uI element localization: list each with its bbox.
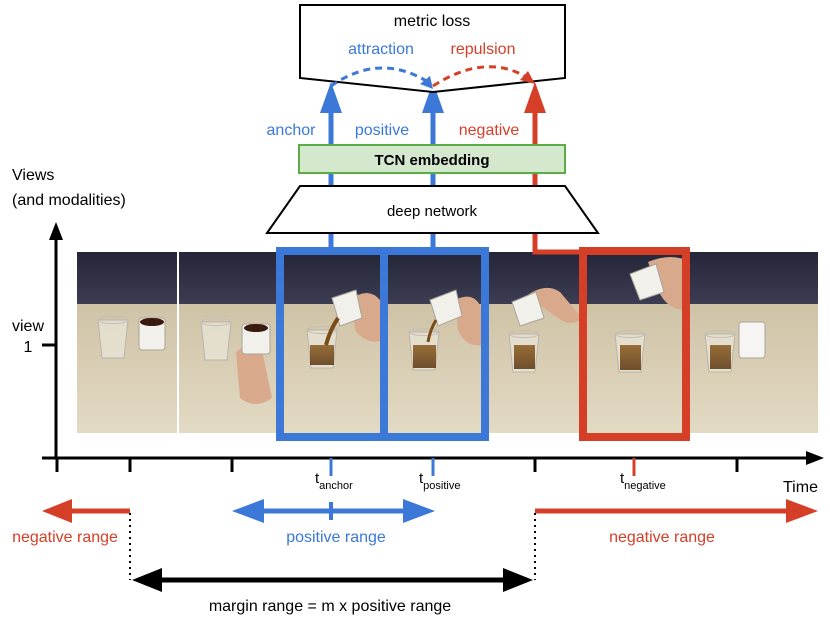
cup-empty <box>511 291 545 327</box>
left-negative-range: negative range <box>12 499 130 546</box>
deep-network-shape <box>265 185 600 234</box>
tea-liquid <box>310 345 334 365</box>
tcn-embedding-block: TCN embedding <box>298 144 566 174</box>
tea-liquid <box>620 345 641 370</box>
left-negative-range-label: negative range <box>12 529 118 546</box>
anchor-arrowhead <box>320 82 342 113</box>
left-negative-range-arrowhead <box>42 499 72 523</box>
right-negative-range-arrowhead <box>786 499 818 523</box>
t-negative-sub: negative <box>624 480 666 492</box>
margin-range-label: margin range = m x positive range <box>209 598 451 615</box>
repulsion-label: repulsion <box>451 41 516 58</box>
cup-empty <box>738 321 766 359</box>
negative-label: negative <box>459 122 520 139</box>
hand <box>648 257 690 311</box>
video-frame-strip <box>77 252 818 433</box>
repulsion-arc <box>432 65 529 88</box>
metric-loss-title: metric loss <box>394 13 470 30</box>
right-negative-range: negative range <box>535 499 818 546</box>
positive-frame-highlight <box>380 247 489 441</box>
frame-table <box>77 304 818 433</box>
attraction-arc <box>330 66 429 88</box>
t-positive-sub: positive <box>423 480 460 492</box>
cup-clear <box>97 316 129 359</box>
tcn-embedding-box <box>298 144 566 174</box>
tea-liquid <box>413 345 436 368</box>
hand-pouring <box>455 296 482 346</box>
cup-pouring <box>429 289 463 327</box>
margin-range-right-arrowhead <box>503 568 533 592</box>
t-anchor-label: tanchor <box>315 470 353 492</box>
time-axis-label: Time <box>783 479 818 496</box>
axes <box>42 222 824 476</box>
t-positive-base: t <box>419 470 424 487</box>
right-negative-range-label: negative range <box>609 529 715 546</box>
t-negative-base: t <box>620 470 625 487</box>
tea-liquid <box>514 345 535 369</box>
metric-loss-block: metric loss attraction repulsion <box>299 4 566 94</box>
t-positive-label: tpositive <box>419 470 460 492</box>
t-negative-label: tnegative <box>620 470 666 492</box>
positive-range-right-arrowhead <box>403 499 435 523</box>
attraction-arrowhead <box>420 76 433 89</box>
anchor-label: anchor <box>267 122 317 139</box>
tea-stream <box>324 316 340 346</box>
positive-range-label: positive range <box>286 529 386 546</box>
positive-label: positive <box>355 122 409 139</box>
y-axis-arrowhead <box>49 222 63 240</box>
deep-network-label: deep network <box>387 203 478 220</box>
tea-stream <box>426 319 438 343</box>
repulsion-arrowhead <box>520 71 535 84</box>
tea-surface <box>140 318 164 326</box>
x-axis-arrowhead <box>806 451 824 465</box>
tea-liquid <box>710 345 731 369</box>
negative-frame-highlight <box>579 247 690 441</box>
tcn-embedding-label: TCN embedding <box>375 152 490 169</box>
tea-surface <box>244 324 268 332</box>
margin-range-left-arrowhead <box>132 568 162 592</box>
positive-arrowhead <box>422 82 444 113</box>
hand <box>236 345 272 404</box>
positive-range: positive range <box>232 499 435 546</box>
cup-tossed <box>629 263 665 301</box>
attraction-label: attraction <box>348 41 414 58</box>
view-index: 1 <box>24 339 33 356</box>
x-axis-ticks <box>55 458 739 472</box>
hand <box>526 287 582 323</box>
cup-pouring <box>331 289 363 327</box>
y-axis-title-line1: Views <box>12 167 54 184</box>
y-axis-title-line2: (and modalities) <box>12 192 126 209</box>
view-label: view <box>12 318 44 335</box>
t-anchor-base: t <box>315 470 320 487</box>
t-anchor-sub: anchor <box>319 480 353 492</box>
margin-range: margin range = m x positive range <box>129 513 536 615</box>
positive-range-left-arrowhead <box>232 499 264 523</box>
negative-arrowhead <box>524 82 546 113</box>
cup-clear <box>200 318 232 361</box>
deep-network-block: deep network <box>265 185 600 234</box>
